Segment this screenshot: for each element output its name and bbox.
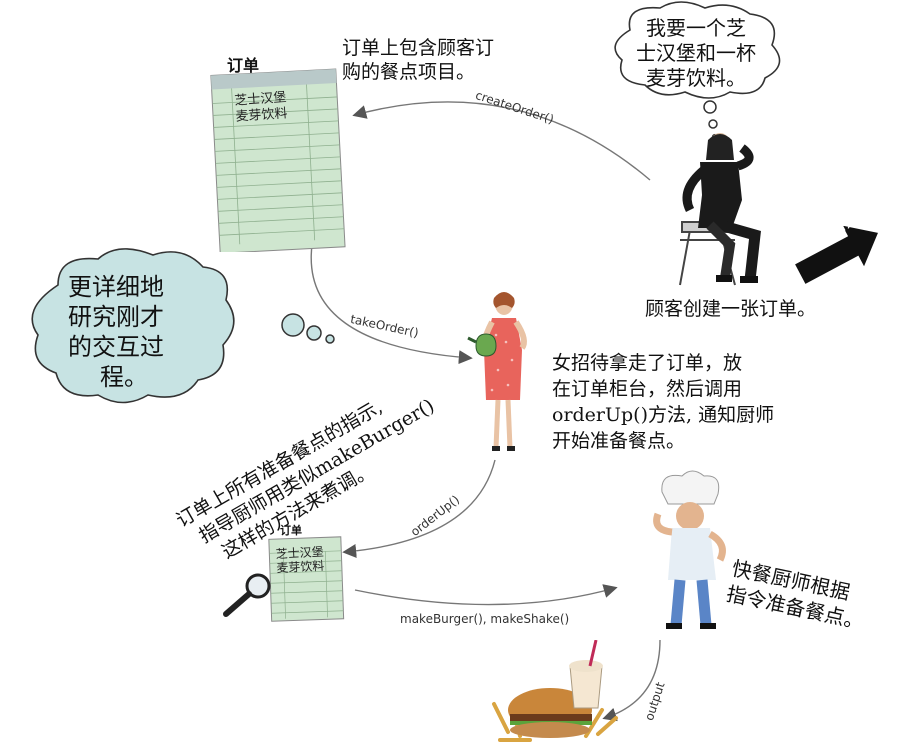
customer-figure xyxy=(679,133,761,286)
burger-meal-icon xyxy=(492,640,618,742)
order-up-arrow xyxy=(342,459,496,558)
order-pad-icon xyxy=(268,536,345,622)
order-pad-items: 芝士汉堡 麦芽饮料 xyxy=(234,90,288,126)
study-cloud-icon xyxy=(31,248,335,404)
customer-creates-note: 顾客创建一张订单。 xyxy=(645,298,817,320)
order-pad-title: 订单 xyxy=(227,56,260,75)
order-contains-note: 订单上包含顾客订 购的餐点项目。 xyxy=(342,37,495,83)
waitress-figure xyxy=(467,292,527,451)
waitress-note: 女招待拿走了订单，放 在订单柜台，然后调用 orderUp()方法, 通知厨师 … xyxy=(552,352,775,452)
make-burger-label: makeBurger(), makeShake() xyxy=(400,612,570,626)
order-pad-items: 芝士汉堡 麦芽饮料 xyxy=(275,545,324,575)
take-order-arrow xyxy=(310,244,473,365)
order-item: 麦芽饮料 xyxy=(276,558,325,576)
start-here-arrow-icon xyxy=(795,225,878,284)
output-arrow xyxy=(602,639,661,722)
create-order-arrow xyxy=(352,101,651,181)
order-pad-title: 订单 xyxy=(280,524,302,537)
order-pad-icon xyxy=(210,68,346,252)
magnifier-icon xyxy=(223,573,271,617)
study-cloud-text: 更详细地 研究刚才 的交互过 程。 xyxy=(68,273,164,391)
customer-thought: 我要一个芝 士汉堡和一杯 麦芽饮料。 xyxy=(636,16,756,90)
make-burger-arrow xyxy=(354,584,618,606)
cook-figure xyxy=(653,470,726,629)
order-pad-bottom: 订单 芝士汉堡 麦芽饮料 xyxy=(262,522,352,622)
thought-bubble-icon xyxy=(614,1,781,141)
order-pad-top: 订单 芝士汉堡 麦芽饮料 xyxy=(205,52,355,252)
